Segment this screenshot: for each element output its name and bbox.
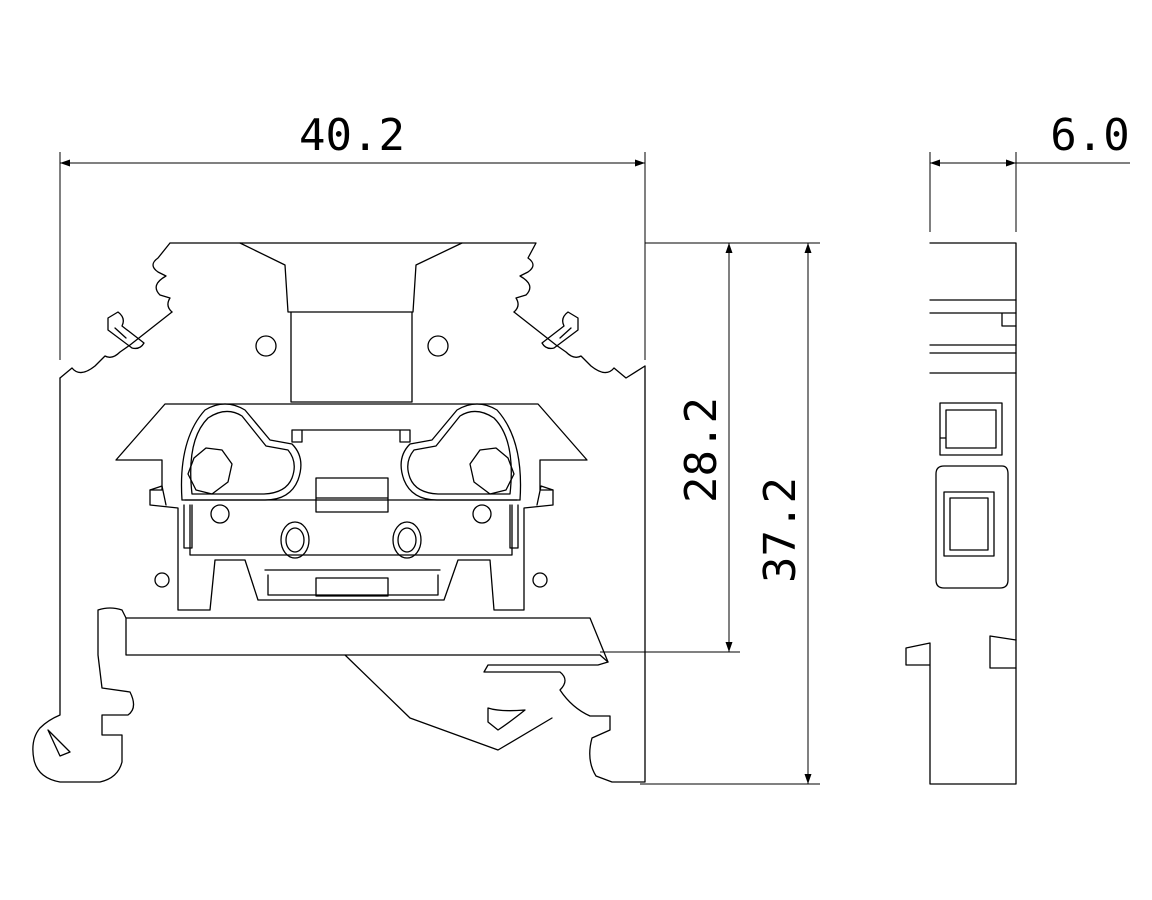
small-hole-lower-left — [154, 572, 170, 588]
right-screw-hex — [469, 447, 515, 495]
left-mounting-hole — [255, 335, 277, 357]
side-foot-tab — [989, 635, 1017, 669]
side-outline — [905, 242, 1017, 785]
front-view — [32, 242, 646, 783]
small-hole-right — [472, 504, 492, 524]
dimension-width-front: 40.2 — [59, 110, 646, 360]
small-hole-lower-right — [532, 572, 548, 588]
front-left-outline — [32, 365, 646, 783]
right-clamp-spring — [400, 403, 522, 501]
side-bands — [929, 299, 1017, 374]
dimension-label-28-2: 28.2 — [676, 397, 727, 503]
front-top-outline — [152, 242, 537, 313]
left-contact-oval — [280, 521, 310, 559]
small-hole-left — [210, 504, 230, 524]
left-side-tab — [149, 485, 193, 549]
right-contact-oval — [392, 521, 422, 559]
dimension-height-total: 37.2 — [640, 243, 820, 785]
contact-bar — [291, 429, 411, 513]
dimension-width-side: 6.0 — [929, 110, 1130, 232]
side-view — [905, 242, 1017, 785]
dimension-height-inner: 28.2 — [600, 242, 820, 653]
left-screw-hex — [187, 447, 233, 495]
right-side-tab — [509, 485, 554, 549]
terminal-housing — [115, 403, 588, 611]
right-latch — [513, 311, 646, 379]
rail-clip — [125, 617, 609, 751]
dimension-label-37-2: 37.2 — [755, 477, 806, 583]
side-lower-window — [935, 465, 1009, 589]
terminal-inner-frame — [181, 499, 521, 597]
dimension-label-6-0: 6.0 — [1050, 110, 1129, 161]
left-latch — [59, 311, 173, 379]
right-mounting-hole — [427, 335, 449, 357]
wire-entry-funnel — [239, 242, 463, 403]
dimension-label-40-2: 40.2 — [299, 110, 405, 161]
left-clamp-spring — [180, 403, 302, 501]
side-upper-window — [939, 402, 1003, 456]
